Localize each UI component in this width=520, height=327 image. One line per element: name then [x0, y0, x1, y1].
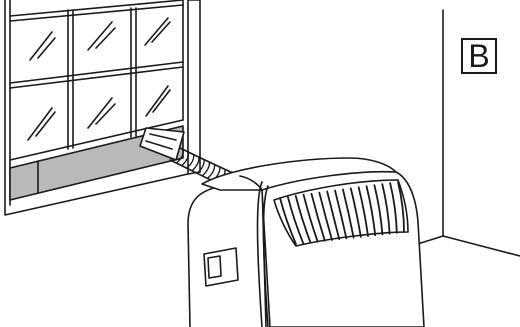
panel-label-box: B: [461, 38, 497, 74]
panel-label-text: B: [468, 40, 489, 72]
air-conditioner-unit: [188, 158, 424, 327]
